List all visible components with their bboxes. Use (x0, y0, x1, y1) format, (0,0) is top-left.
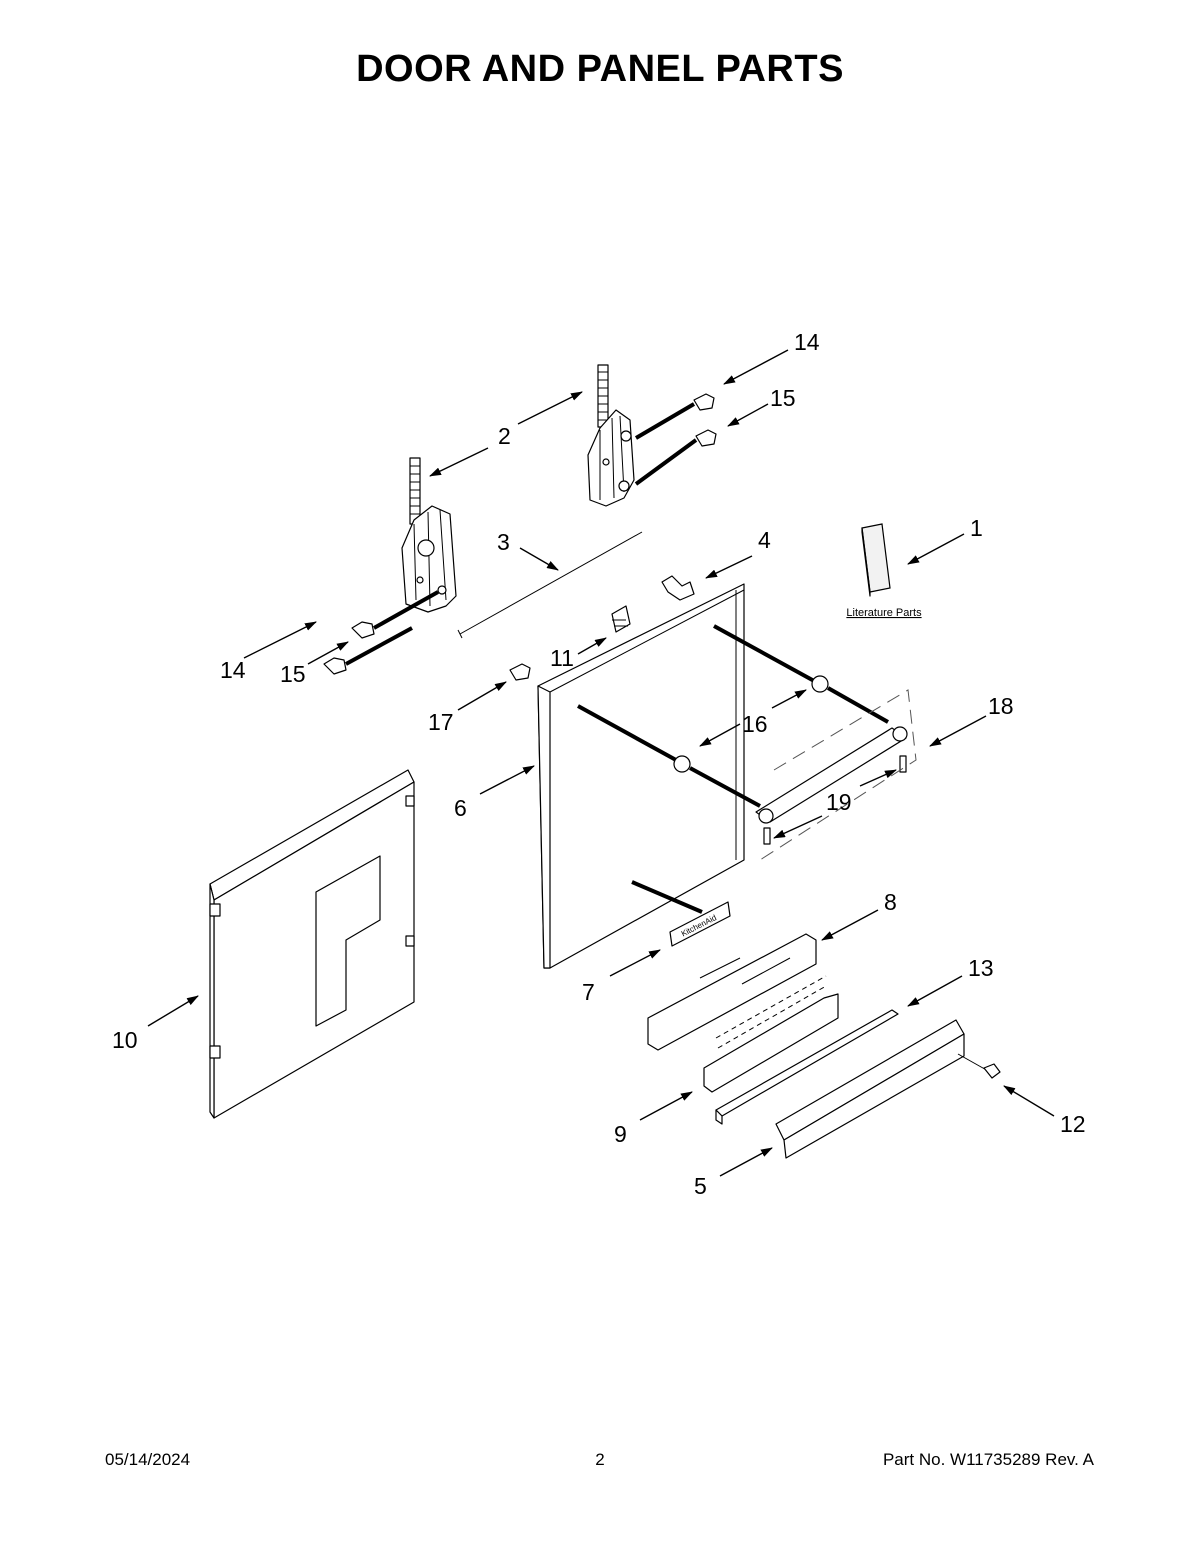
callout-5: 5 (694, 1173, 707, 1199)
leader-arrows (147, 349, 1055, 1177)
hinge-right (587, 364, 635, 507)
callout-labels: 1 2 3 4 5 6 7 8 9 10 11 12 13 14 14 15 1… (112, 329, 1086, 1199)
footer-date: 05/14/2024 (105, 1450, 191, 1469)
screw-12 (957, 1053, 1001, 1079)
callout-13: 13 (968, 955, 994, 981)
door-panel (537, 583, 745, 969)
callout-15-lower: 15 (280, 661, 306, 687)
callout-2: 2 (498, 423, 511, 449)
literature-label: Literature Parts (846, 607, 922, 619)
callout-11: 11 (550, 645, 574, 671)
callout-4: 4 (758, 527, 771, 553)
page-title: DOOR AND PANEL PARTS (356, 48, 844, 90)
bracket-5 (775, 1019, 965, 1159)
literature-booklet: Literature Parts (846, 523, 922, 619)
callout-16: 16 (742, 711, 768, 737)
callout-6: 6 (454, 795, 467, 821)
callout-15-upper: 15 (770, 385, 796, 411)
rod (457, 531, 643, 639)
outer-panel (209, 769, 415, 1119)
callout-18: 18 (988, 693, 1014, 719)
screw-17 (509, 663, 531, 681)
lower-panel-9 (703, 975, 839, 1093)
callout-14-upper: 14 (794, 329, 820, 355)
callout-3: 3 (497, 529, 510, 555)
hinge-screws (323, 393, 717, 675)
handle-assembly (577, 624, 917, 861)
callout-19: 19 (826, 789, 852, 815)
callout-1: 1 (970, 515, 983, 541)
footer-part-number: Part No. W11735289 Rev. A (882, 1450, 1094, 1469)
lower-panel-8 (647, 933, 817, 1051)
callout-17: 17 (428, 709, 454, 735)
callout-12: 12 (1060, 1111, 1086, 1137)
callout-8: 8 (884, 889, 897, 915)
hinge-left (401, 457, 457, 613)
callout-10: 10 (112, 1027, 138, 1053)
callout-9: 9 (614, 1121, 627, 1147)
callout-7: 7 (582, 979, 595, 1005)
trim-strip-13 (715, 1009, 899, 1125)
latch-part (611, 575, 695, 633)
footer-page-number: 2 (595, 1450, 605, 1469)
callout-14-lower: 14 (220, 657, 246, 683)
